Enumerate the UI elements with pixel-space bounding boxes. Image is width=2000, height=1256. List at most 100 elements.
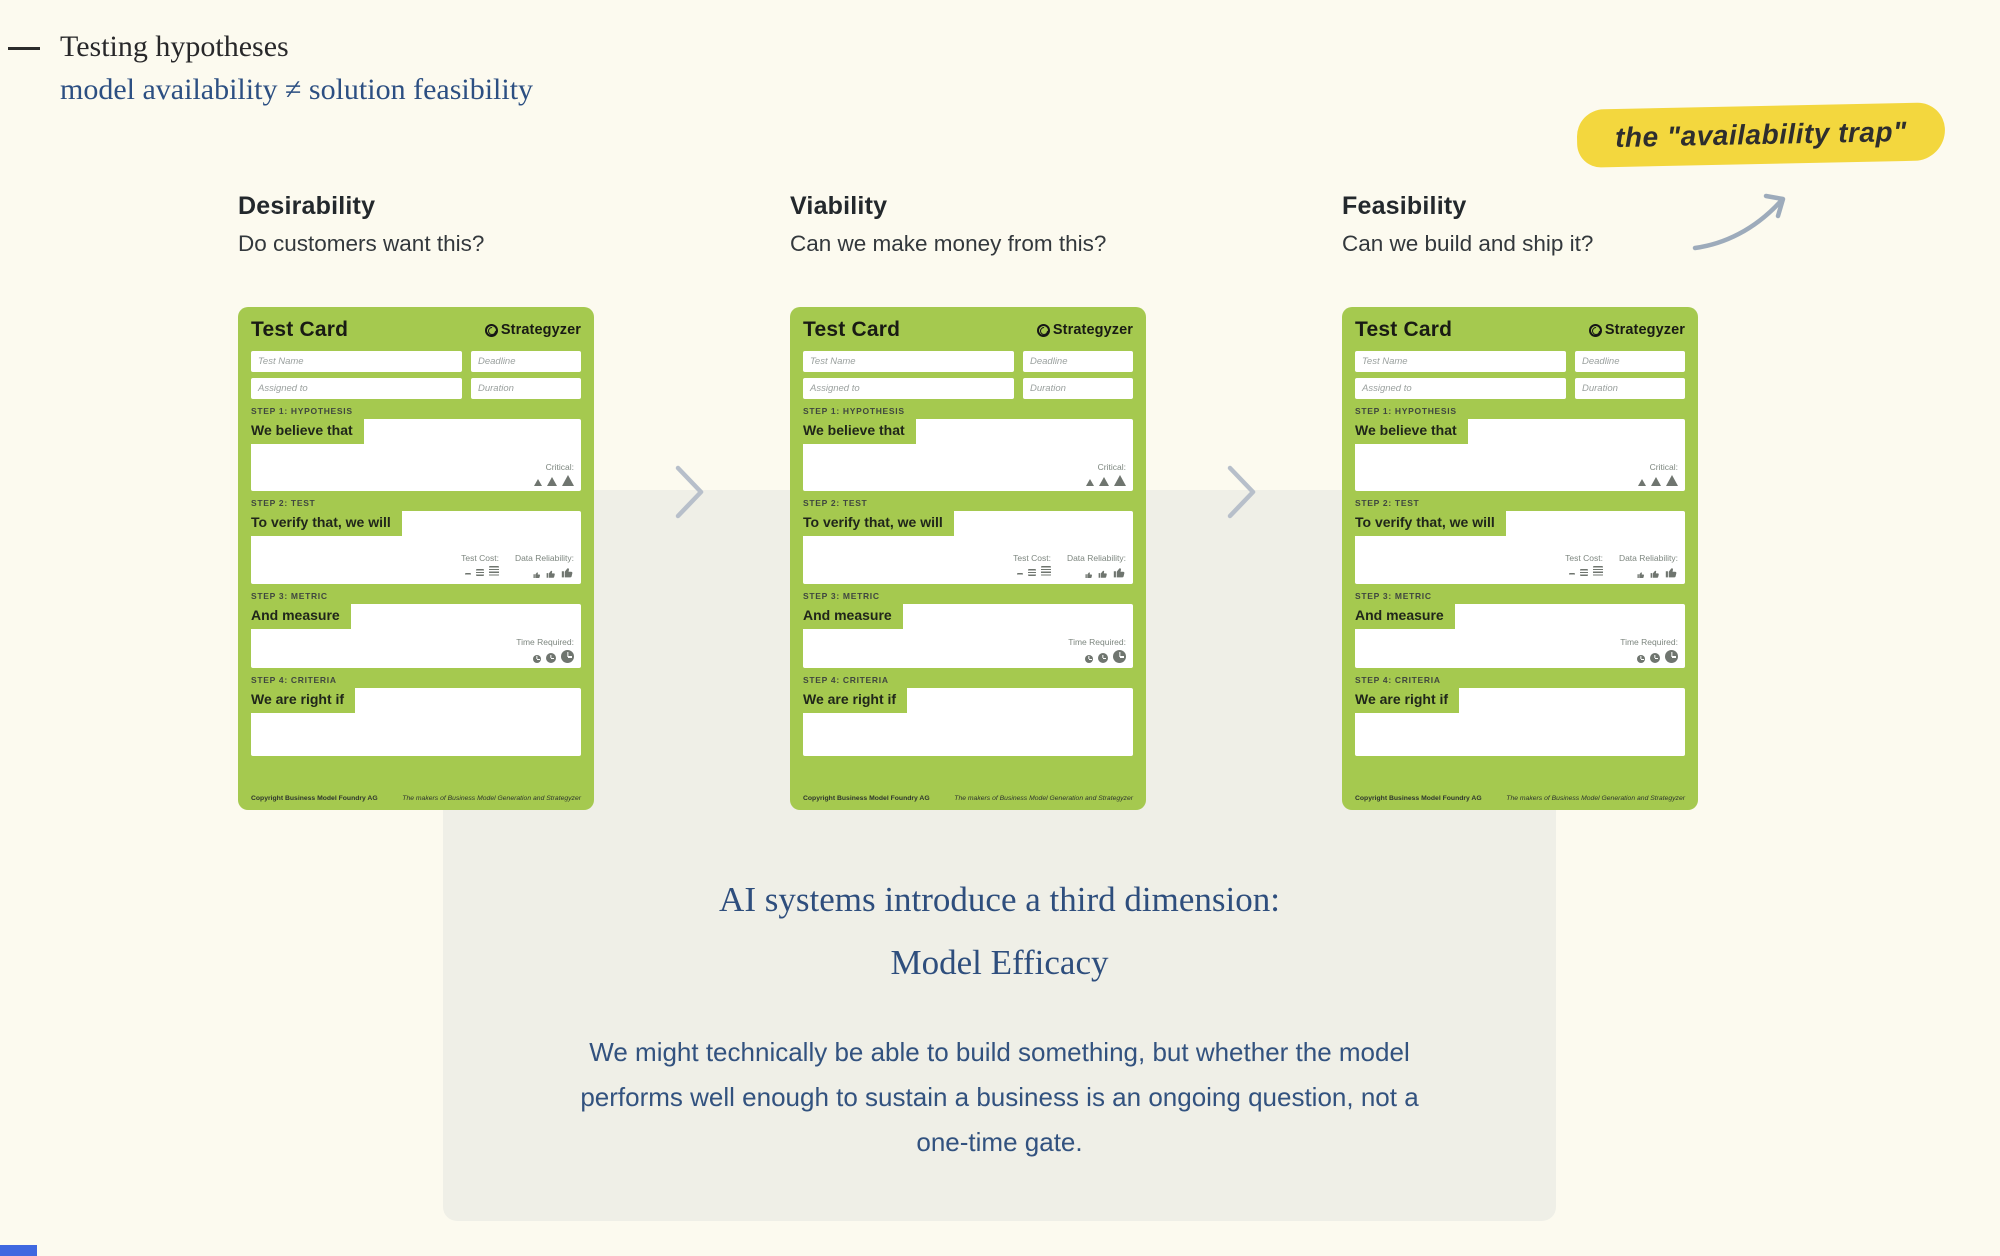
column-heading: Feasibility	[1342, 192, 1467, 220]
step-test: STEP 2: TEST To verify that, we will Tes…	[251, 498, 581, 584]
field-placeholder: Duration	[478, 383, 514, 394]
field-placeholder: Test Name	[810, 356, 856, 367]
curved-arrow-icon	[1690, 190, 1802, 259]
step-writing-area: We believe that Critical:	[251, 419, 581, 491]
step-prompt-tab: And measure	[803, 604, 903, 629]
thumbs-up-icon	[1665, 566, 1678, 579]
coin-stack-icon	[1016, 573, 1023, 576]
test-card-title: Test Card	[803, 318, 901, 341]
clock-icon	[1098, 653, 1108, 663]
step-prompt-tab: To verify that, we will	[251, 511, 402, 536]
strategyzer-logo: Strategyzer	[1036, 322, 1133, 338]
column-heading: Viability	[790, 192, 888, 220]
field-placeholder: Assigned to	[1362, 383, 1412, 394]
step-metric: STEP 3: METRIC And measure Time Required…	[1355, 591, 1685, 668]
step-writing-area: To verify that, we will Test Cost: Data …	[251, 511, 581, 584]
time-required-label: Time Required:	[1620, 637, 1678, 647]
footer-tagline: The makers of Business Model Generation …	[1506, 795, 1685, 802]
page-subtitle: model availability ≠ solution feasibilit…	[60, 72, 534, 106]
warning-triangle-icon	[1666, 475, 1678, 486]
test-card: Test Card Strategyzer Test Name Deadline…	[1342, 307, 1698, 810]
coin-stack-icon	[1592, 566, 1603, 576]
test-name-field: Test Name	[1355, 351, 1566, 372]
data-reliability-meta: Data Reliability:	[1619, 553, 1678, 579]
step-label: STEP 1: HYPOTHESIS	[1355, 406, 1457, 416]
panel-heading-emphasis: Model Efficacy	[890, 943, 1109, 982]
clock-icon	[533, 655, 541, 663]
column-heading: Desirability	[238, 192, 376, 220]
clock-icon	[1650, 653, 1660, 663]
clock-icon	[1665, 650, 1678, 663]
field-placeholder: Deadline	[1030, 356, 1068, 367]
test-card: Test Card Strategyzer Test Name Deadline…	[238, 307, 594, 810]
test-name-field: Test Name	[803, 351, 1014, 372]
step-prompt-tab: We believe that	[803, 419, 916, 444]
critical-label: Critical:	[545, 462, 574, 472]
strategyzer-logo-text: Strategyzer	[1604, 322, 1685, 338]
field-placeholder: Test Name	[1362, 356, 1408, 367]
test-cost-meta: Test Cost:	[1565, 553, 1603, 579]
card-footer: Copyright Business Model Foundry AG The …	[1355, 795, 1685, 802]
thumbs-up-icon	[1650, 569, 1660, 579]
thumbs-up-icon	[561, 566, 574, 579]
test-cost-label: Test Cost:	[1013, 553, 1051, 563]
step-prompt-tab: And measure	[1355, 604, 1455, 629]
thumbs-up-icon	[1637, 571, 1645, 579]
warning-triangle-icon	[1651, 477, 1661, 486]
card-footer: Copyright Business Model Foundry AG The …	[803, 795, 1133, 802]
field-placeholder: Assigned to	[258, 383, 308, 394]
field-placeholder: Deadline	[1582, 356, 1620, 367]
assigned-to-field: Assigned to	[1355, 378, 1566, 399]
step-test: STEP 2: TEST To verify that, we will Tes…	[1355, 498, 1685, 584]
thumbs-up-icon	[1113, 566, 1126, 579]
critical-label: Critical:	[1649, 462, 1678, 472]
coin-stack-icon	[464, 573, 471, 576]
card-fields: Test Name Deadline Assigned to Duration	[251, 351, 581, 399]
field-placeholder: Assigned to	[810, 383, 860, 394]
deadline-field: Deadline	[1575, 351, 1685, 372]
footer-copyright: Copyright Business Model Foundry AG	[1355, 795, 1482, 802]
step-label: STEP 2: TEST	[1355, 498, 1420, 508]
clock-icon	[561, 650, 574, 663]
strategyzer-circle-icon	[484, 323, 498, 337]
thumbs-up-icon	[1098, 569, 1108, 579]
step-writing-area: To verify that, we will Test Cost: Data …	[803, 511, 1133, 584]
warning-triangle-icon	[1638, 479, 1646, 486]
test-card-header: Test Card Strategyzer	[1355, 318, 1685, 342]
step-writing-area: We believe that Critical:	[803, 419, 1133, 491]
time-required-label: Time Required:	[516, 637, 574, 647]
step-hypothesis: STEP 1: HYPOTHESIS We believe that Criti…	[803, 406, 1133, 491]
dimension-column: Feasibility Can we build and ship it? Te…	[1342, 192, 1698, 810]
step-writing-area: We are right if	[803, 688, 1133, 756]
step-writing-area: We are right if	[1355, 688, 1685, 756]
warning-triangle-icon	[534, 479, 542, 486]
strategyzer-logo: Strategyzer	[484, 322, 581, 338]
step-writing-area: And measure Time Required:	[803, 604, 1133, 668]
assigned-to-field: Assigned to	[803, 378, 1014, 399]
test-cost-meta: Test Cost:	[461, 553, 499, 579]
test-card-header: Test Card Strategyzer	[251, 318, 581, 342]
clock-icon	[546, 653, 556, 663]
test-card-header: Test Card Strategyzer	[803, 318, 1133, 342]
field-placeholder: Test Name	[258, 356, 304, 367]
strategyzer-circle-icon	[1036, 323, 1050, 337]
column-question: Can we build and ship it?	[1342, 231, 1594, 256]
step-prompt-tab: We believe that	[251, 419, 364, 444]
step-criteria: STEP 4: CRITERIA We are right if	[1355, 675, 1685, 756]
clock-icon	[1085, 655, 1093, 663]
footer-tagline: The makers of Business Model Generation …	[954, 795, 1133, 802]
step-label: STEP 4: CRITERIA	[1355, 675, 1441, 685]
step-writing-area: To verify that, we will Test Cost: Data …	[1355, 511, 1685, 584]
test-cost-label: Test Cost:	[1565, 553, 1603, 563]
step-prompt-tab: We believe that	[1355, 419, 1468, 444]
duration-field: Duration	[1575, 378, 1685, 399]
strategyzer-logo-text: Strategyzer	[500, 322, 581, 338]
step-prompt-tab: To verify that, we will	[1355, 511, 1506, 536]
page-title: Testing hypotheses	[60, 30, 289, 63]
footer-copyright: Copyright Business Model Foundry AG	[251, 795, 378, 802]
dimension-column: Viability Can we make money from this? T…	[790, 192, 1146, 810]
step-hypothesis: STEP 1: HYPOTHESIS We believe that Criti…	[251, 406, 581, 491]
card-fields: Test Name Deadline Assigned to Duration	[1355, 351, 1685, 399]
title-block: Testing hypotheses model availability ≠ …	[60, 26, 533, 111]
test-name-field: Test Name	[251, 351, 462, 372]
